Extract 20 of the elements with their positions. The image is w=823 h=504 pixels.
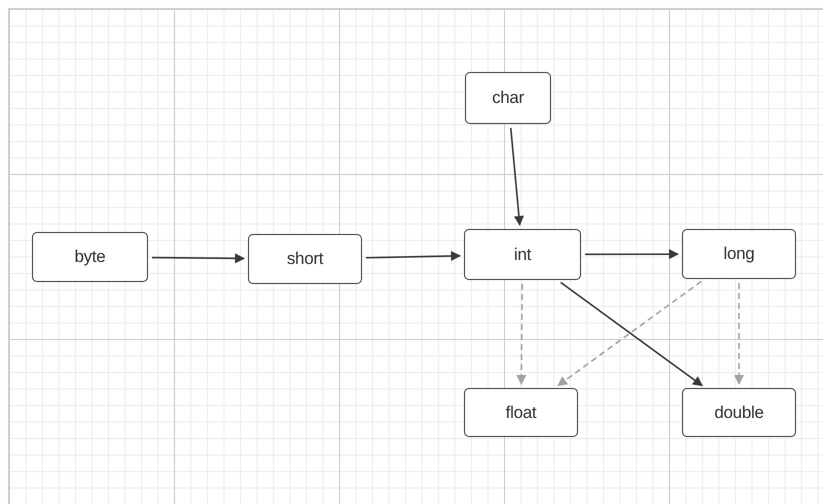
type-label: double [714,402,764,422]
type-box [682,229,796,279]
arrow [734,283,744,385]
arrow [516,284,526,385]
type-box [464,388,578,437]
type-label: byte [74,247,106,267]
arrow [152,253,245,264]
type-box [32,232,148,282]
type-label: long [724,244,754,264]
type-label: float [506,402,536,422]
arrow [366,250,461,261]
type-label: int [514,244,532,264]
type-box [465,72,551,124]
type-label: char [492,88,524,108]
arrow [510,128,524,226]
arrow [585,249,679,260]
type-box [464,229,581,280]
type-box [682,388,796,437]
type-box [248,234,362,284]
type-label: short [286,249,324,269]
